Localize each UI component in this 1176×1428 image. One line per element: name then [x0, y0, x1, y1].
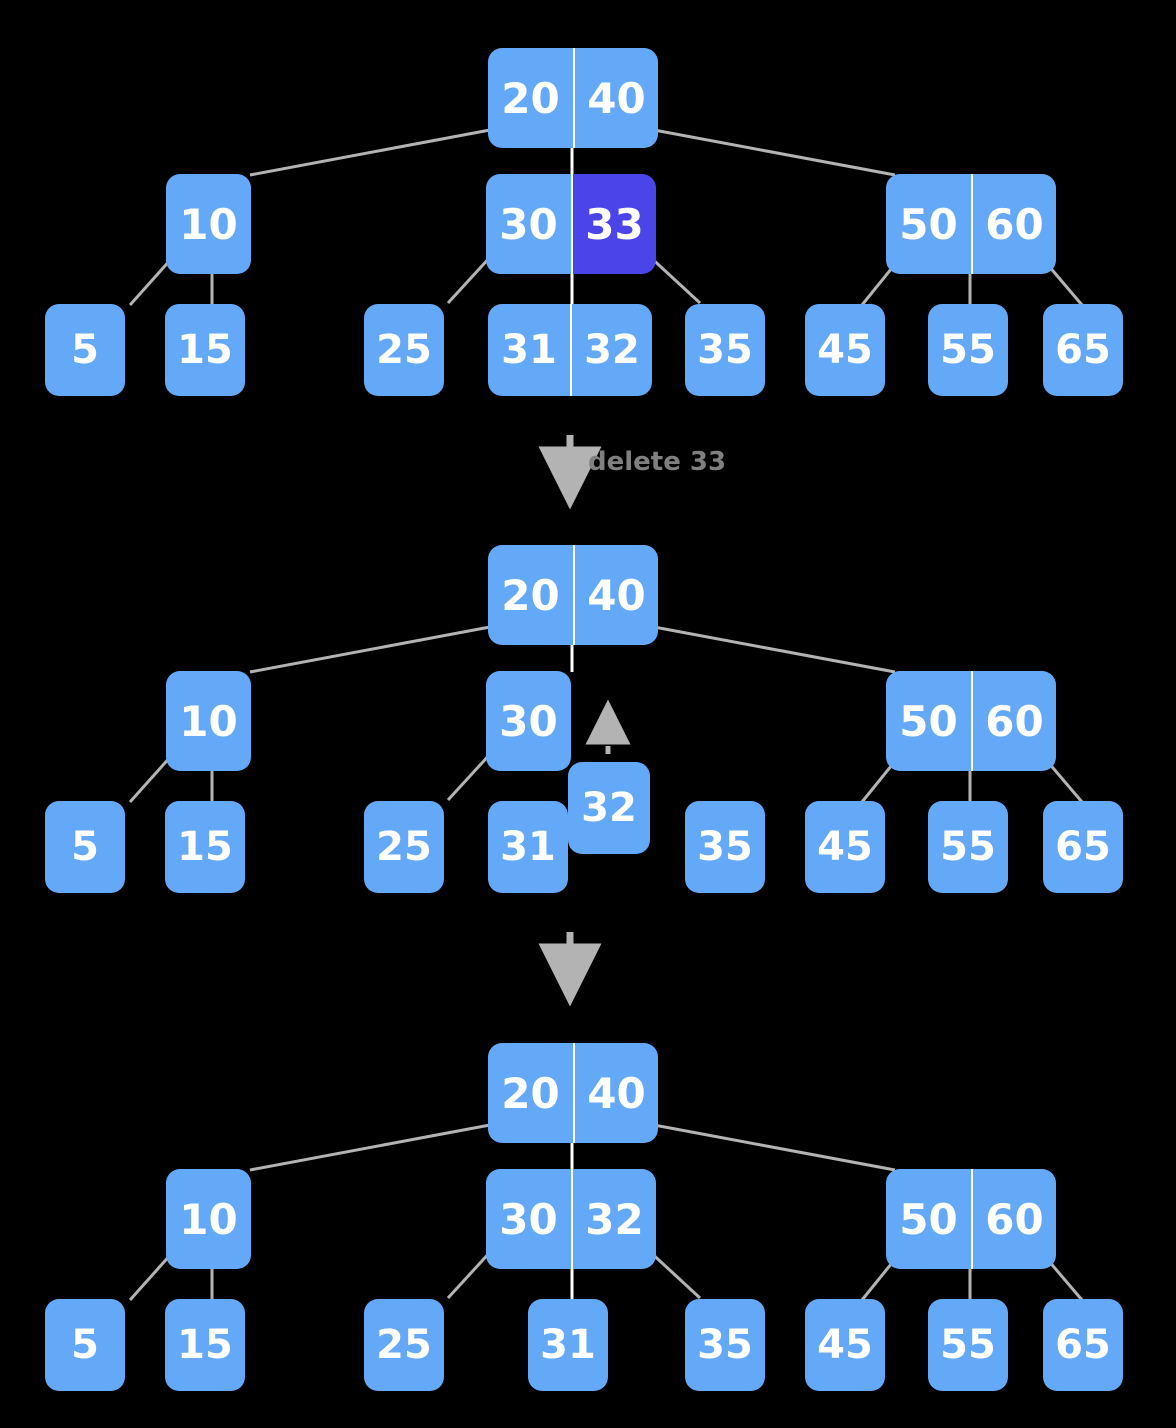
key-cell: 35 [685, 1299, 765, 1391]
key-cell: 20 [488, 545, 573, 645]
key-cell: 45 [805, 801, 885, 893]
node-internal-10-step2[interactable]: 10 [166, 671, 251, 771]
key-cell: 25 [364, 1299, 444, 1391]
key-cell: 10 [166, 1169, 251, 1269]
key-cell: 40 [573, 1043, 658, 1143]
node-root-step3[interactable]: 20 40 [488, 1043, 658, 1143]
key-cell: 55 [928, 801, 1008, 893]
leaf-25-step3[interactable]: 25 [364, 1299, 444, 1391]
key-cell: 55 [928, 304, 1008, 396]
key-cell: 20 [488, 48, 573, 148]
key-cell: 50 [886, 1169, 971, 1269]
node-internal-30-33-step1[interactable]: 30 33 [486, 174, 656, 274]
leaf-55-step2[interactable]: 55 [928, 801, 1008, 893]
key-cell: 30 [486, 174, 571, 274]
key-cell: 60 [971, 1169, 1056, 1269]
leaf-55-step3[interactable]: 55 [928, 1299, 1008, 1391]
key-cell: 35 [685, 304, 765, 396]
key-cell: 40 [573, 48, 658, 148]
key-cell: 30 [486, 1169, 571, 1269]
leaf-65-step2[interactable]: 65 [1043, 801, 1123, 893]
leaf-5-step1[interactable]: 5 [45, 304, 125, 396]
key-cell: 15 [165, 304, 245, 396]
key-cell: 65 [1043, 304, 1123, 396]
leaf-32-step2-lifted[interactable]: 32 [568, 762, 650, 854]
leaf-35-step2[interactable]: 35 [685, 801, 765, 893]
key-cell: 55 [928, 1299, 1008, 1391]
key-cell: 32 [571, 1169, 656, 1269]
key-cell: 25 [364, 304, 444, 396]
key-cell: 45 [805, 1299, 885, 1391]
key-cell: 30 [486, 671, 571, 771]
leaf-31-step2[interactable]: 31 [488, 801, 568, 893]
leaf-35-step1[interactable]: 35 [685, 304, 765, 396]
key-cell: 31 [528, 1299, 608, 1391]
leaf-31-32-step1[interactable]: 31 32 [488, 304, 652, 396]
leaf-45-step2[interactable]: 45 [805, 801, 885, 893]
leaf-65-step1[interactable]: 65 [1043, 304, 1123, 396]
leaf-65-step3[interactable]: 65 [1043, 1299, 1123, 1391]
key-cell: 10 [166, 174, 251, 274]
leaf-25-step2[interactable]: 25 [364, 801, 444, 893]
key-cell: 65 [1043, 801, 1123, 893]
node-internal-10-step1[interactable]: 10 [166, 174, 251, 274]
leaf-35-step3[interactable]: 35 [685, 1299, 765, 1391]
node-root-step2[interactable]: 20 40 [488, 545, 658, 645]
key-cell: 50 [886, 671, 971, 771]
key-cell: 5 [45, 801, 125, 893]
key-cell: 5 [45, 304, 125, 396]
key-cell: 31 [488, 304, 570, 396]
key-cell: 10 [166, 671, 251, 771]
transition-label-delete-33: delete 33 [588, 447, 727, 477]
key-cell: 15 [165, 1299, 245, 1391]
leaf-45-step1[interactable]: 45 [805, 304, 885, 396]
key-cell: 45 [805, 304, 885, 396]
leaf-15-step3[interactable]: 15 [165, 1299, 245, 1391]
node-internal-50-60-step2[interactable]: 50 60 [886, 671, 1056, 771]
key-cell: 60 [971, 671, 1056, 771]
key-cell: 65 [1043, 1299, 1123, 1391]
key-cell: 60 [971, 174, 1056, 274]
leaf-5-step3[interactable]: 5 [45, 1299, 125, 1391]
key-cell: 32 [568, 762, 650, 854]
leaf-31-step3[interactable]: 31 [528, 1299, 608, 1391]
leaf-15-step2[interactable]: 15 [165, 801, 245, 893]
leaf-55-step1[interactable]: 55 [928, 304, 1008, 396]
node-internal-50-60-step1[interactable]: 50 60 [886, 174, 1056, 274]
node-internal-30-32-step3[interactable]: 30 32 [486, 1169, 656, 1269]
node-root-step1[interactable]: 20 40 [488, 48, 658, 148]
key-cell: 5 [45, 1299, 125, 1391]
leaf-15-step1[interactable]: 15 [165, 304, 245, 396]
key-cell-highlighted: 33 [571, 174, 656, 274]
node-internal-10-step3[interactable]: 10 [166, 1169, 251, 1269]
node-internal-50-60-step3[interactable]: 50 60 [886, 1169, 1056, 1269]
leaf-5-step2[interactable]: 5 [45, 801, 125, 893]
key-cell: 25 [364, 801, 444, 893]
key-cell: 35 [685, 801, 765, 893]
key-cell: 50 [886, 174, 971, 274]
leaf-45-step3[interactable]: 45 [805, 1299, 885, 1391]
key-cell: 31 [488, 801, 568, 893]
key-cell: 40 [573, 545, 658, 645]
node-internal-30-step2[interactable]: 30 [486, 671, 571, 771]
key-cell: 20 [488, 1043, 573, 1143]
leaf-25-step1[interactable]: 25 [364, 304, 444, 396]
key-cell: 15 [165, 801, 245, 893]
key-cell: 32 [570, 304, 652, 396]
